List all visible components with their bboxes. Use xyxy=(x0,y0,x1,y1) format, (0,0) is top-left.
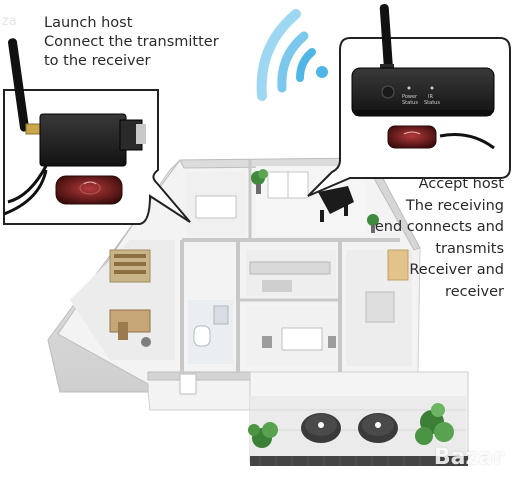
ir-sensor-icon xyxy=(55,175,123,205)
watermark-top: za xyxy=(2,14,17,29)
power-status-label: Status xyxy=(402,100,418,106)
caption-line: Accept host xyxy=(418,176,504,192)
ir-label: IR xyxy=(428,94,433,100)
plant-decoration xyxy=(415,403,454,445)
caption-line: receiver xyxy=(445,283,504,300)
transmitter-caption: Launch host Connect the transmitter to t… xyxy=(44,14,219,71)
ir-status-label: Status xyxy=(424,100,440,106)
caption-line: Launch host xyxy=(44,15,133,31)
caption-line: transmits xyxy=(435,240,504,257)
receiver-caption: Accept host The receiving end connects a… xyxy=(375,174,504,303)
caption-line: to the receiver xyxy=(44,53,151,69)
caption-line: The receiving xyxy=(405,197,504,214)
caption-line: Connect the transmitter xyxy=(44,34,219,50)
plant-decoration xyxy=(367,214,379,233)
plant-decoration xyxy=(251,169,268,194)
receiver-callout: Power Status IR Status xyxy=(307,4,511,197)
ir-sensor-icon xyxy=(387,125,437,149)
plant-decoration xyxy=(248,422,278,448)
wifi-icon xyxy=(256,9,328,101)
transmitter-callout xyxy=(3,38,191,225)
power-label: Power xyxy=(402,94,418,100)
watermark-bottom: Bazar xyxy=(433,445,504,470)
caption-line: end connects and xyxy=(374,219,504,235)
caption-line: Receiver and xyxy=(409,262,504,278)
